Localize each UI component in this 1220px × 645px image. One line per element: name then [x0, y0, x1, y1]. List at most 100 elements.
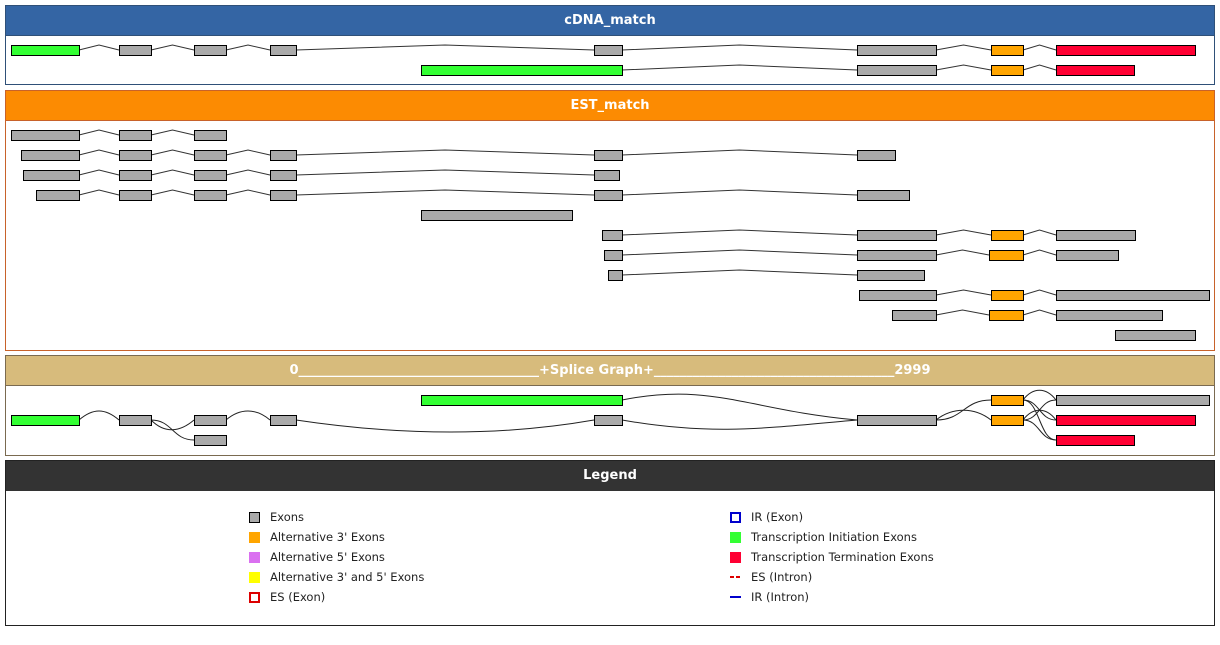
legend-label: ES (Exon) [270, 590, 326, 604]
est-exon-exon[interactable] [594, 170, 620, 181]
cdna-exon-exon[interactable] [194, 45, 227, 56]
est-exon-exon[interactable] [1056, 250, 1119, 261]
legend-item: Transcription Initiation Exons [730, 527, 934, 547]
splice-node-exon[interactable] [857, 415, 937, 426]
est-exon-exon[interactable] [119, 130, 152, 141]
est-exon-exon[interactable] [857, 270, 925, 281]
cdna-exon-alt3[interactable] [991, 45, 1024, 56]
est-intron [1022, 249, 1057, 256]
est-exon-exon[interactable] [604, 250, 623, 261]
est-intron [150, 169, 195, 176]
cdna-match-body [6, 36, 1214, 84]
splice-node-alt3[interactable] [991, 415, 1024, 426]
cdna-intron [78, 44, 120, 51]
est-intron [621, 189, 858, 196]
est-exon-exon[interactable] [602, 230, 623, 241]
est-exon-exon[interactable] [1056, 230, 1136, 241]
cdna-exon-tss[interactable] [11, 45, 80, 56]
cdna-exon-exon[interactable] [119, 45, 152, 56]
cdna-intron [150, 44, 195, 51]
est-exon-exon[interactable] [194, 170, 227, 181]
est-exon-exon[interactable] [594, 150, 623, 161]
legend-item: ES (Exon) [249, 587, 424, 607]
est-exon-exon[interactable] [270, 190, 297, 201]
est-exon-exon[interactable] [11, 130, 80, 141]
es-swatch-icon [249, 591, 260, 603]
est-exon-exon[interactable] [857, 250, 937, 261]
cdna-exon-tss[interactable] [421, 65, 623, 76]
alt35-swatch-icon [249, 571, 260, 583]
cdna-exon-alt3[interactable] [991, 65, 1024, 76]
est-intron [1022, 289, 1057, 296]
cdna-exon-tes[interactable] [1056, 45, 1196, 56]
est-exon-alt3[interactable] [991, 290, 1024, 301]
splice-node-alt3[interactable] [991, 395, 1024, 406]
cdna-exon-exon[interactable] [594, 45, 623, 56]
splice-node-exon[interactable] [1056, 395, 1210, 406]
splice-node-tss[interactable] [421, 395, 623, 406]
est-intron [621, 149, 858, 156]
est-intron [225, 149, 271, 156]
splice-edge [150, 419, 195, 441]
est-exon-exon[interactable] [857, 190, 910, 201]
est-intron [621, 229, 858, 236]
est-exon-exon[interactable] [859, 290, 937, 301]
est-exon-exon[interactable] [1056, 310, 1163, 321]
legend-item: Alternative 3' Exons [249, 527, 424, 547]
est-exon-exon[interactable] [36, 190, 80, 201]
cdna-exon-tes[interactable] [1056, 65, 1135, 76]
splice-edge [621, 393, 858, 421]
splice-node-exon[interactable] [194, 415, 227, 426]
est-exon-exon[interactable] [21, 150, 80, 161]
est-exon-exon[interactable] [194, 130, 227, 141]
cdna-exon-exon[interactable] [857, 45, 937, 56]
splice-node-exon[interactable] [270, 415, 297, 426]
est-exon-alt3[interactable] [991, 230, 1024, 241]
est-match-header: EST_match [6, 91, 1214, 121]
cdna-exon-exon[interactable] [270, 45, 297, 56]
cdna-exon-exon[interactable] [857, 65, 937, 76]
est-exon-exon[interactable] [23, 170, 80, 181]
est-exon-alt3[interactable] [989, 310, 1024, 321]
est-exon-alt3[interactable] [989, 250, 1024, 261]
est-exon-exon[interactable] [857, 150, 896, 161]
est-exon-exon[interactable] [857, 230, 937, 241]
est-exon-exon[interactable] [270, 150, 297, 161]
cdna-intron [621, 64, 858, 71]
cdna-intron [295, 44, 595, 51]
legend-header: Legend [6, 461, 1214, 491]
est-exon-exon[interactable] [119, 170, 152, 181]
est-exon-exon[interactable] [270, 170, 297, 181]
splice-node-tes[interactable] [1056, 435, 1135, 446]
est-exon-exon[interactable] [1056, 290, 1210, 301]
est-exon-exon[interactable] [421, 210, 573, 221]
cdna-match-panel: cDNA_match [5, 5, 1215, 85]
ir-swatch-icon [730, 511, 741, 523]
est-exon-exon[interactable] [594, 190, 623, 201]
legend-label: Exons [270, 510, 305, 524]
splice-node-exon[interactable] [594, 415, 623, 426]
legend-label: IR (Intron) [751, 590, 809, 604]
legend-item: IR (Intron) [730, 587, 934, 607]
cdna-intron [935, 44, 992, 51]
splice-node-exon[interactable] [119, 415, 152, 426]
est-exon-exon[interactable] [119, 190, 152, 201]
splice-node-tes[interactable] [1056, 415, 1196, 426]
est-intron [225, 189, 271, 196]
est-exon-exon[interactable] [892, 310, 937, 321]
legend-item: Alternative 5' Exons [249, 547, 424, 567]
est-exon-exon[interactable] [194, 190, 227, 201]
est-intron [295, 149, 595, 156]
splice-node-tss[interactable] [11, 415, 80, 426]
est-exon-exon[interactable] [1115, 330, 1196, 341]
legend-item: ES (Intron) [730, 567, 934, 587]
est-exon-exon[interactable] [119, 150, 152, 161]
cdna-intron [1022, 44, 1057, 51]
est-exon-exon[interactable] [608, 270, 623, 281]
est-exon-exon[interactable] [194, 150, 227, 161]
splice-node-exon[interactable] [194, 435, 227, 446]
